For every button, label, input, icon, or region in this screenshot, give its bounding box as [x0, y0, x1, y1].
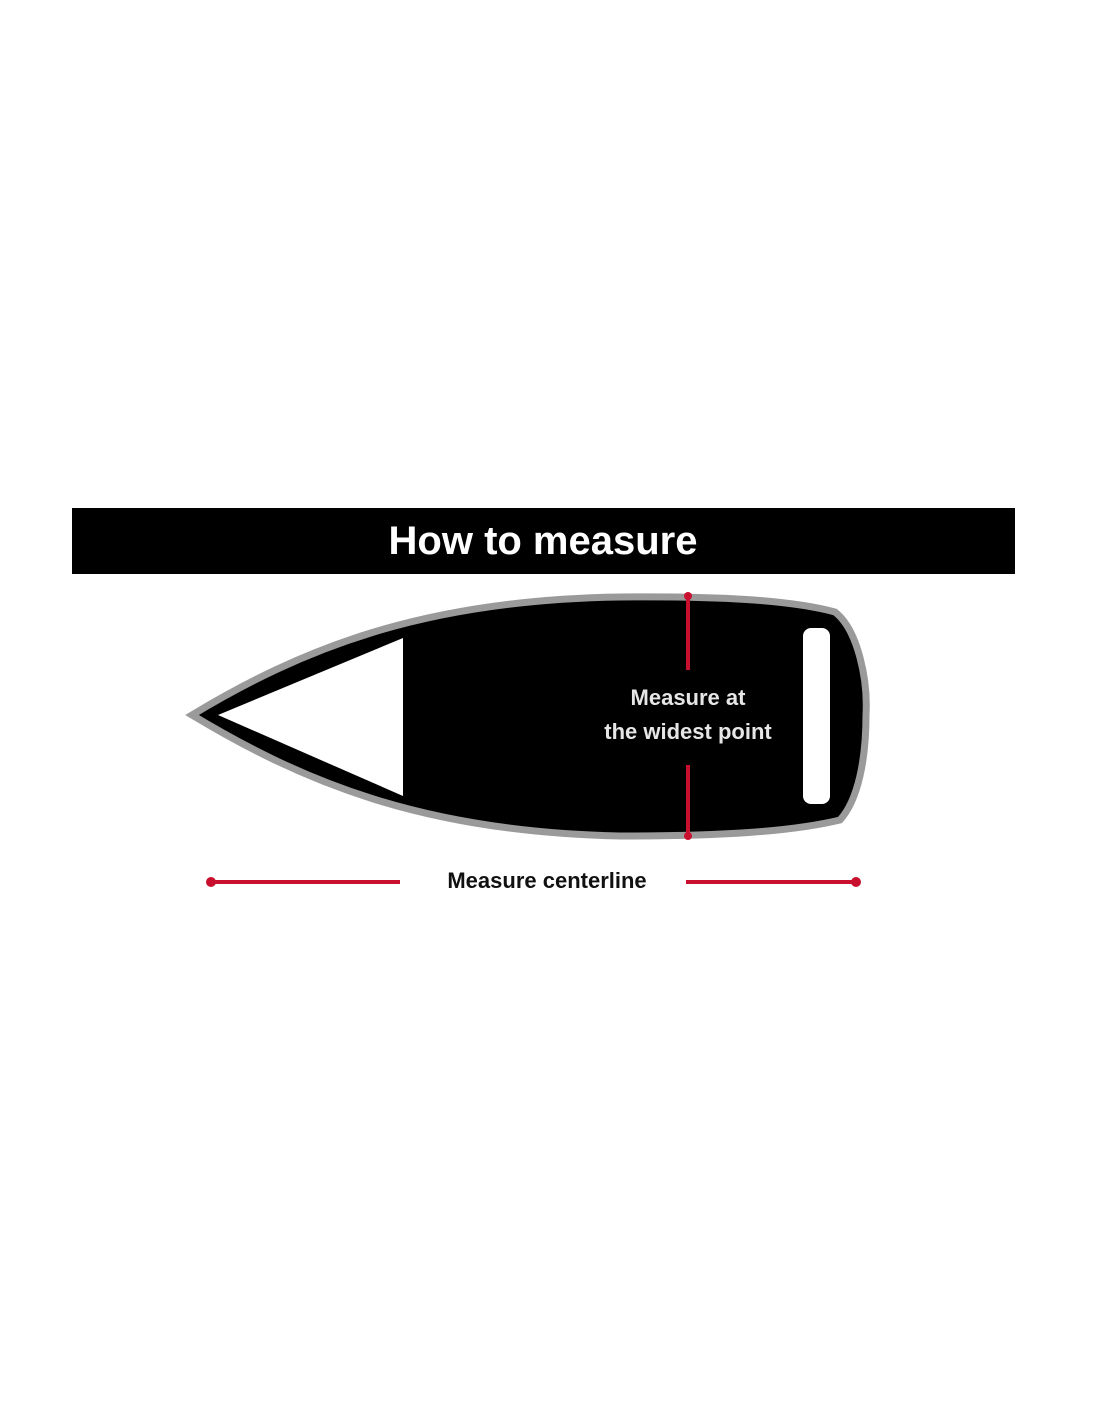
centerline-label: Measure centerline [447, 868, 646, 893]
bow-cutout [218, 638, 403, 796]
boat-cover-shape [185, 593, 870, 840]
widest-point-marker [684, 592, 692, 840]
title-banner [72, 508, 1015, 574]
stern-slot [803, 628, 830, 804]
widest-point-label-1: Measure at [631, 685, 747, 710]
title-text: How to measure [389, 519, 698, 563]
widest-point-label-2: the widest point [604, 719, 772, 744]
centerline-marker [206, 877, 861, 887]
